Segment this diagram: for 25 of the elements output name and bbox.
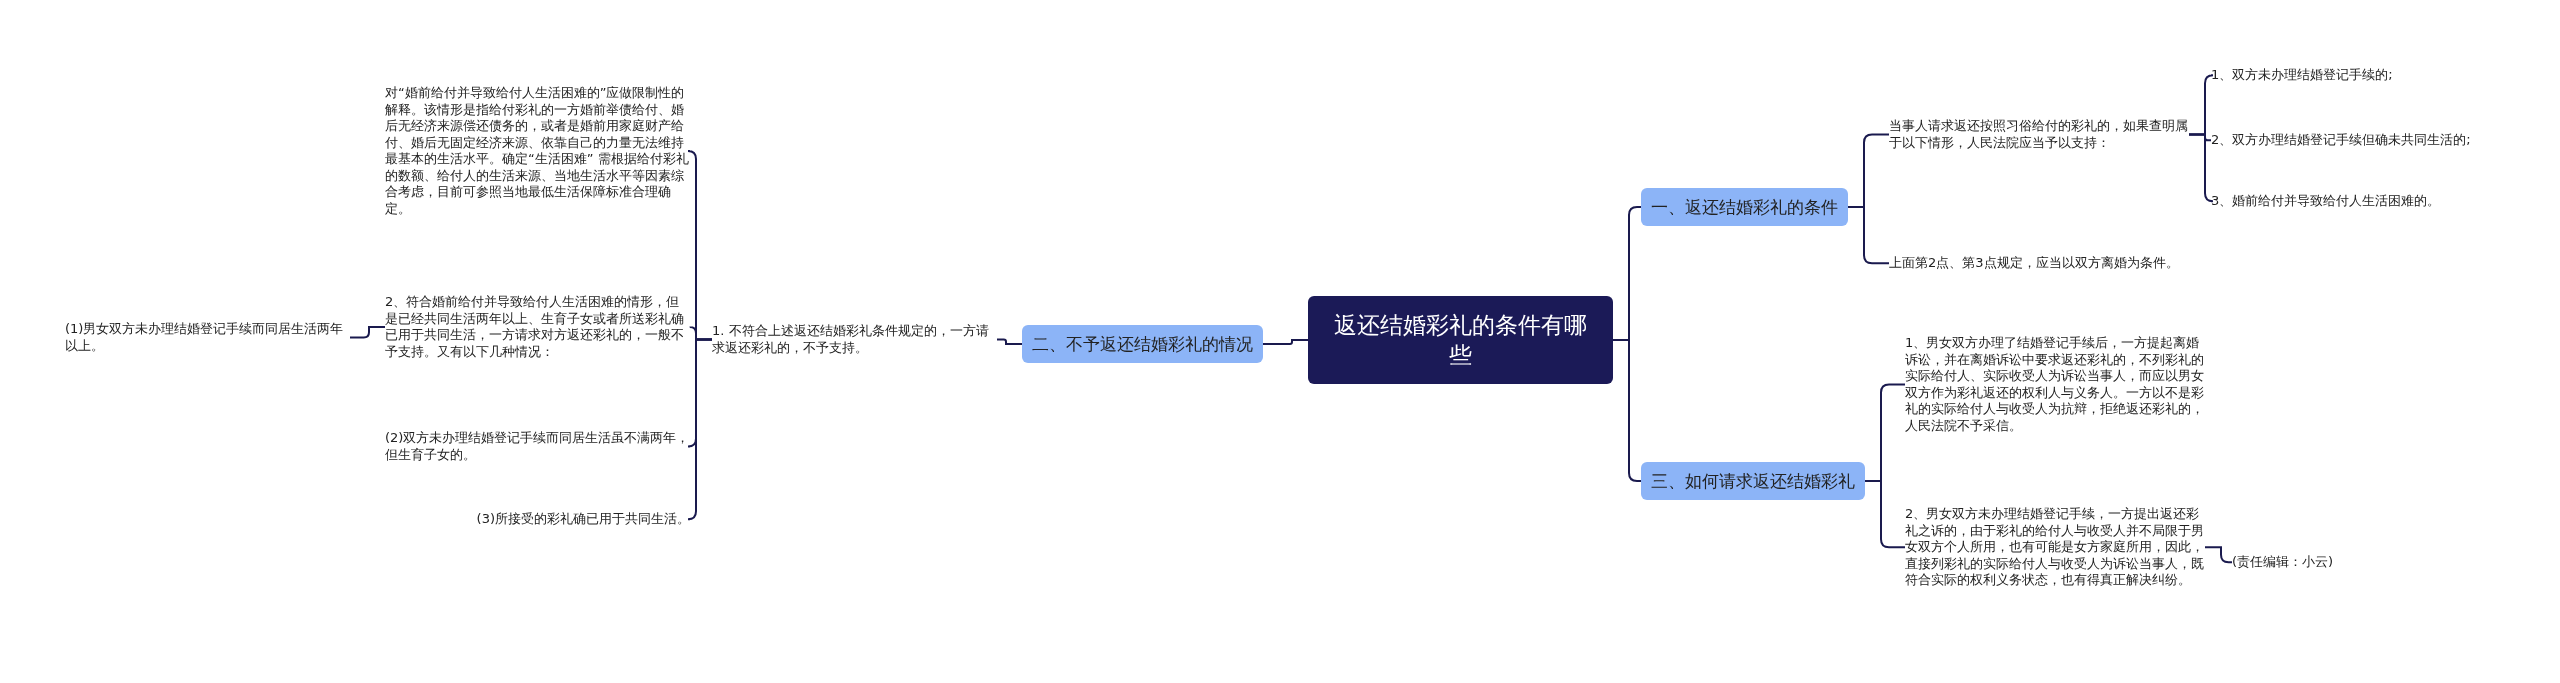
topic-text: 2、男女双方未办理结婚登记手续，一方提出返还彩礼之诉的，由于彩礼的给付人与收受人并不局限于男女双方个人所用，也有可能是女方家庭所用，因此，直接列彩礼的实际给付人与收受人为诉讼当事人，既符合实际的权利义务状态，也有得真正解决纠纷。 bbox=[1905, 506, 2205, 589]
topic-box: 二、不予返还结婚彩礼的情况 bbox=[1022, 325, 1263, 363]
topic-text: 3、婚前给付并导致给付人生活困难的。 bbox=[2211, 193, 2541, 210]
topic-text: 1. 不符合上述返还结婚彩礼条件规定的，一方请求返还彩礼的，不予支持。 bbox=[712, 323, 997, 356]
topic-box: 一、返还结婚彩礼的条件 bbox=[1641, 188, 1848, 226]
connector-line bbox=[2188, 133, 2214, 203]
topic-text: 1、双方未办理结婚登记手续的; bbox=[2211, 67, 2541, 84]
topic-text: 对“婚前给付并导致给付人生活困难的”应做限制性的解释。该情形是指给付彩礼的一方婚前举债给付、婚后无经济来源偿还债务的，或者是婚前用家庭财产给付、婚后无固定经济来源、依靠自己的力量无法维持最基本的生活水平。确定“生活困难” 需根据给付彩礼的数额、给付人的生活来源、当地生活水平等因素综合考虑，目前可参照当地最低生活保障标准合理确定。 bbox=[385, 85, 690, 217]
topic-text: 当事人请求返还按照习俗给付的彩礼的，如果查明属于以下情形，人民法院应当予以支持： bbox=[1889, 118, 2189, 151]
topic-text: 上面第2点、第3点规定，应当以双方离婚为条件。 bbox=[1889, 255, 2179, 272]
central-topic: 返还结婚彩礼的条件有哪些 bbox=[1308, 296, 1613, 384]
topic-text: 1、男女双方办理了结婚登记手续后，一方提起离婚诉讼，并在离婚诉讼中要求返还彩礼的，不列彩礼的实际给付人、实际收受人为诉讼当事人，而应以男女双方作为彩礼返还的权利人与义务人。一方以不是彩礼的实际给付人与收受人为抗辩，拒绝返还彩礼的，人民法院不予采信。 bbox=[1905, 335, 2205, 434]
connector-line bbox=[1612, 339, 1642, 482]
connector-line bbox=[1262, 339, 1309, 345]
topic-text: 2、双方办理结婚登记手续但确未共同生活的; bbox=[2211, 132, 2551, 149]
topic-text: (2)双方未办理结婚登记手续而同居生活虽不满两年，但生育子女的。 bbox=[385, 430, 690, 463]
connector-line bbox=[687, 338, 713, 521]
connector-line bbox=[349, 326, 386, 339]
connector-line bbox=[996, 338, 1023, 345]
connector-line bbox=[2204, 546, 2233, 564]
topic-text: 2、符合婚前给付并导致给付人生活困难的情形，但是已经共同生活两年以上、生育子女或者所送彩礼确已用于共同生活，一方请求对方返还彩礼的，一般不予支持。又有以下几种情况： bbox=[385, 294, 690, 360]
topic-text: (1)男女双方未办理结婚登记手续而同居生活两年以上。 bbox=[65, 321, 350, 354]
topic-text: (3)所接受的彩礼确已用于共同生活。 bbox=[385, 511, 690, 528]
topic-box: 三、如何请求返还结婚彩礼 bbox=[1641, 462, 1865, 500]
topic-text: (责任编辑：小云) bbox=[2232, 554, 2392, 571]
